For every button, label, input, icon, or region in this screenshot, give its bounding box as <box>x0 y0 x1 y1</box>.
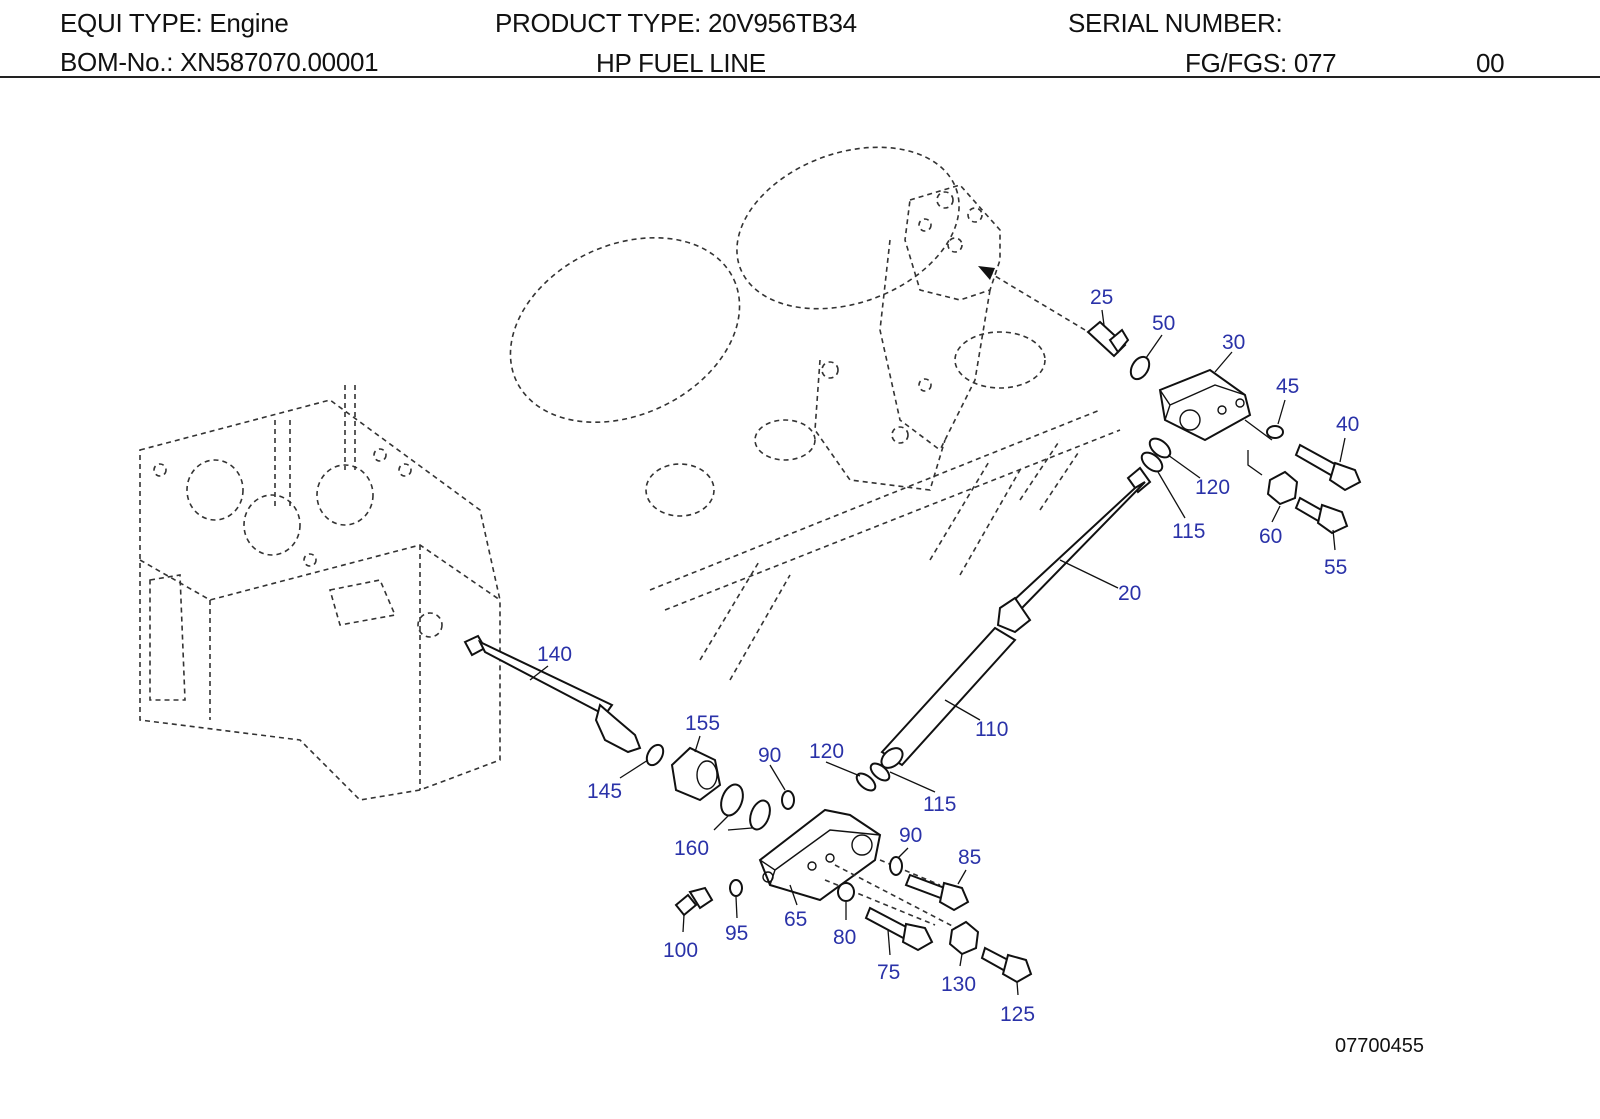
part-80-washer <box>837 882 855 902</box>
equi-type: EQUI TYPE: Engine <box>60 8 289 39</box>
header-rule <box>0 76 1600 78</box>
part-130-nut <box>948 920 980 956</box>
part-90-o-ring-upper <box>781 790 795 810</box>
bom-label: BOM-No.: <box>60 47 174 77</box>
part-140-connecting-pipe <box>463 634 642 754</box>
equi-type-label: EQUI TYPE: <box>60 8 203 38</box>
callout-90-lower: 90 <box>899 824 922 847</box>
bom-value: XN587070.00001 <box>180 47 379 77</box>
fg-label: FG/FGS: <box>1185 48 1287 78</box>
callout-55: 55 <box>1324 556 1347 579</box>
leader-160 <box>713 815 753 831</box>
callout-115-lower: 115 <box>923 793 956 816</box>
callout-130: 130 <box>941 973 976 996</box>
callout-45: 45 <box>1276 375 1299 398</box>
part-90-o-ring-lower <box>889 856 903 876</box>
phantom-outlines <box>509 146 1121 681</box>
part-50-o-ring <box>1129 355 1151 381</box>
callout-20: 20 <box>1118 582 1141 605</box>
callout-155: 155 <box>685 712 720 735</box>
part-20-hp-pipe <box>996 466 1152 634</box>
callout-85: 85 <box>958 846 981 869</box>
phantom-port <box>954 331 1046 389</box>
cylinder-head <box>139 385 501 801</box>
arrow-head <box>978 266 995 280</box>
phantom-small-bore <box>645 463 715 517</box>
callout-90-upper: 90 <box>758 744 781 767</box>
callout-60: 60 <box>1259 525 1282 548</box>
callout-160: 160 <box>674 837 709 860</box>
assembly-arrow <box>984 269 1086 331</box>
part-25-nipple <box>1086 320 1130 358</box>
callout-95: 95 <box>725 922 748 945</box>
revision: 00 <box>1476 48 1505 78</box>
part-145-o-ring <box>645 743 665 767</box>
part-75-screw <box>864 906 934 952</box>
fg-fgs: FG/FGS: 077 <box>1185 48 1337 79</box>
callout-25: 25 <box>1090 286 1113 309</box>
callout-65: 65 <box>784 908 807 931</box>
phantom-ribs <box>699 459 1021 681</box>
callout-125: 125 <box>1000 1003 1035 1026</box>
part-65-distributor-block <box>758 808 882 902</box>
dashed-axis-30 <box>1244 419 1273 476</box>
part-160-o-ring-b <box>749 799 771 831</box>
callout-115-upper: 115 <box>1172 520 1205 543</box>
serial-number-label: SERIAL NUMBER: <box>1068 8 1283 38</box>
callout-labels: 25 50 30 45 40 120 115 60 55 20 140 155 … <box>537 286 1359 1026</box>
part-110-sleeve <box>880 626 1017 769</box>
product-type-value: 20V956TB34 <box>708 8 857 38</box>
phantom-ribs-2 <box>1019 439 1081 511</box>
callout-80: 80 <box>833 926 856 949</box>
product-type-label: PRODUCT TYPE: <box>495 8 702 38</box>
part-85-screw <box>904 873 970 912</box>
part-155-sleeve-nut <box>670 746 722 802</box>
phantom-bore-left <box>509 236 741 424</box>
injection-pump-block <box>814 184 1001 491</box>
part-40-screw <box>1294 443 1362 492</box>
phantom-bore-right <box>736 146 960 310</box>
drawing-number: 07700455 <box>1335 1035 1424 1057</box>
part-95-washer <box>729 879 743 897</box>
fg-value: 077 <box>1293 48 1337 78</box>
part-115-o-ring-lower <box>869 762 891 782</box>
product-type: PRODUCT TYPE: 20V956TB34 <box>495 8 857 39</box>
callout-40: 40 <box>1336 413 1359 436</box>
callout-120-lower: 120 <box>809 740 844 763</box>
part-55-screw <box>1294 496 1349 535</box>
part-125-screw <box>980 946 1033 984</box>
phantom-small-bore-2 <box>754 419 816 461</box>
part-160-o-ring-a <box>720 783 744 817</box>
part-115-o-ring-upper <box>1140 451 1164 473</box>
part-45-washer <box>1266 425 1284 439</box>
callout-120-upper: 120 <box>1195 476 1230 499</box>
part-100-plug <box>674 886 714 917</box>
bom-number: BOM-No.: XN587070.00001 <box>60 47 379 78</box>
equi-type-value: Engine <box>209 8 289 38</box>
part-30-flange-block <box>1158 368 1252 442</box>
page-title: HP FUEL LINE <box>596 48 766 78</box>
part-60-nut <box>1266 470 1299 506</box>
leader-lines <box>529 309 1346 996</box>
callout-110: 110 <box>975 718 1008 741</box>
callout-50: 50 <box>1152 312 1175 335</box>
callout-75: 75 <box>877 961 900 984</box>
callout-140: 140 <box>537 643 572 666</box>
callout-30: 30 <box>1222 331 1245 354</box>
phantom-rail <box>649 409 1121 611</box>
callout-100: 100 <box>663 939 698 962</box>
callout-145: 145 <box>587 780 622 803</box>
